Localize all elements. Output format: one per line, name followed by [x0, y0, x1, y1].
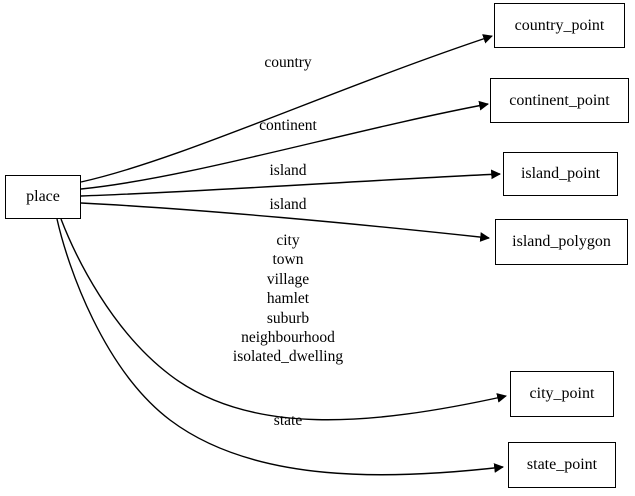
edge-label-city-line-4: hamlet — [266, 290, 310, 308]
edge-label-city-line-6: neighbourhood — [241, 329, 335, 347]
node-city-point-label: city_point — [529, 385, 595, 402]
edge-place-state_point — [56, 218, 504, 476]
edge-label-city-line-3: village — [266, 270, 310, 288]
edge-label-continent-text: continent — [259, 117, 317, 134]
edge-label-city-line-7: isolated_dwelling — [232, 348, 344, 366]
node-continent-point-label: continent_point — [509, 91, 610, 109]
edge-place-island_point — [80, 169, 501, 197]
edge-place-island_polygon — [80, 202, 490, 242]
edge-label-city-line-1: city — [276, 232, 300, 249]
node-island-point[interactable]: island_point — [503, 152, 618, 196]
node-island-polygon[interactable]: island_polygon — [495, 219, 628, 265]
edge-place-city_point — [60, 218, 507, 421]
edge-label-country-text: country — [264, 54, 312, 71]
edge-label-state: state — [274, 411, 302, 430]
edge-label-island-polygon-text: island — [269, 196, 307, 213]
node-place-label: place — [26, 188, 60, 205]
edge-label-country: country — [264, 53, 311, 72]
node-island-polygon-label: island_polygon — [512, 233, 611, 250]
node-city-point[interactable]: city_point — [510, 371, 614, 417]
edge-place-continent_point — [80, 100, 489, 190]
node-state-point-label: state_point — [526, 456, 598, 473]
node-country-point-label: country_point — [514, 16, 605, 34]
edge-label-island-polygon: island — [269, 195, 306, 214]
node-place[interactable]: place — [5, 175, 81, 219]
edge-label-city-line-2: town — [272, 251, 304, 269]
node-island-point-label: island_point — [520, 165, 601, 182]
edge-label-island-point-text: island — [269, 162, 307, 179]
edge-label-city-point: city town village hamlet suburb neighbou… — [233, 231, 343, 367]
edge-label-island-point: island — [269, 161, 306, 180]
node-state-point[interactable]: state_point — [508, 442, 616, 488]
edge-label-city-line-5: suburb — [266, 309, 310, 327]
edge-place-country_point — [80, 34, 493, 183]
edge-label-continent: continent — [259, 116, 317, 135]
edge-label-state-text: state — [273, 412, 303, 429]
node-continent-point[interactable]: continent_point — [490, 78, 629, 123]
node-country-point[interactable]: country_point — [494, 3, 625, 48]
